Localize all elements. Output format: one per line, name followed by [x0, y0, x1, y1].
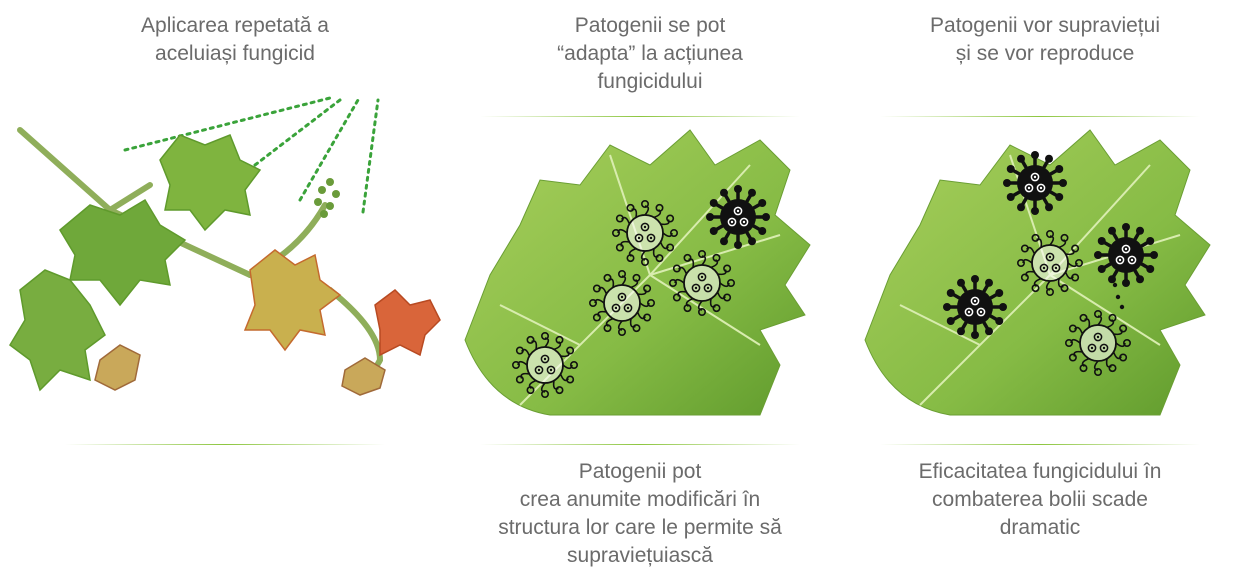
- divider-bottom-2: [480, 444, 800, 445]
- leaf-panel-adapting: [460, 125, 820, 420]
- leaf-background: [465, 130, 810, 415]
- vine-leaf: [10, 270, 105, 390]
- vine-leaf-red: [375, 290, 440, 355]
- vine-leaf: [95, 345, 140, 390]
- step-2-top-caption: Patogenii se pot “adapta” la acțiunea fu…: [505, 12, 795, 96]
- vine-leaf: [245, 250, 340, 350]
- step-3-bottom-caption: Eficacitatea fungicidului în combaterea …: [875, 458, 1205, 542]
- divider-top-2: [480, 116, 800, 117]
- step-1-top-caption: Aplicarea repetată a aceluiași fungicid: [90, 12, 380, 68]
- leaf-panel-surviving: [860, 125, 1220, 420]
- vine-leaf: [160, 135, 260, 230]
- grapevine-shoot-illustration: [0, 90, 460, 430]
- divider-top-3: [880, 116, 1200, 117]
- divider-bottom-1: [65, 444, 385, 445]
- divider-bottom-3: [880, 444, 1200, 445]
- step-3-top-caption: Patogenii vor supraviețui și se vor repr…: [895, 12, 1195, 68]
- step-2-bottom-caption: Patogenii pot crea anumite modificări în…: [470, 458, 810, 570]
- vine-leaf: [60, 200, 185, 305]
- spray-lines-icon: [125, 98, 378, 212]
